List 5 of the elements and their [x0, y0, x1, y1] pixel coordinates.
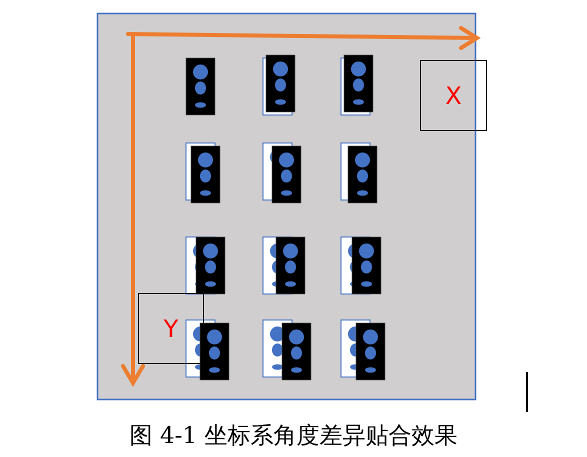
figure-caption: 图 4-1 坐标系角度差异贴合效果 [130, 423, 458, 449]
label-box [420, 60, 487, 131]
axis-letter: Y [164, 314, 178, 342]
label-box [138, 293, 204, 364]
axis-letter: X [445, 82, 462, 110]
